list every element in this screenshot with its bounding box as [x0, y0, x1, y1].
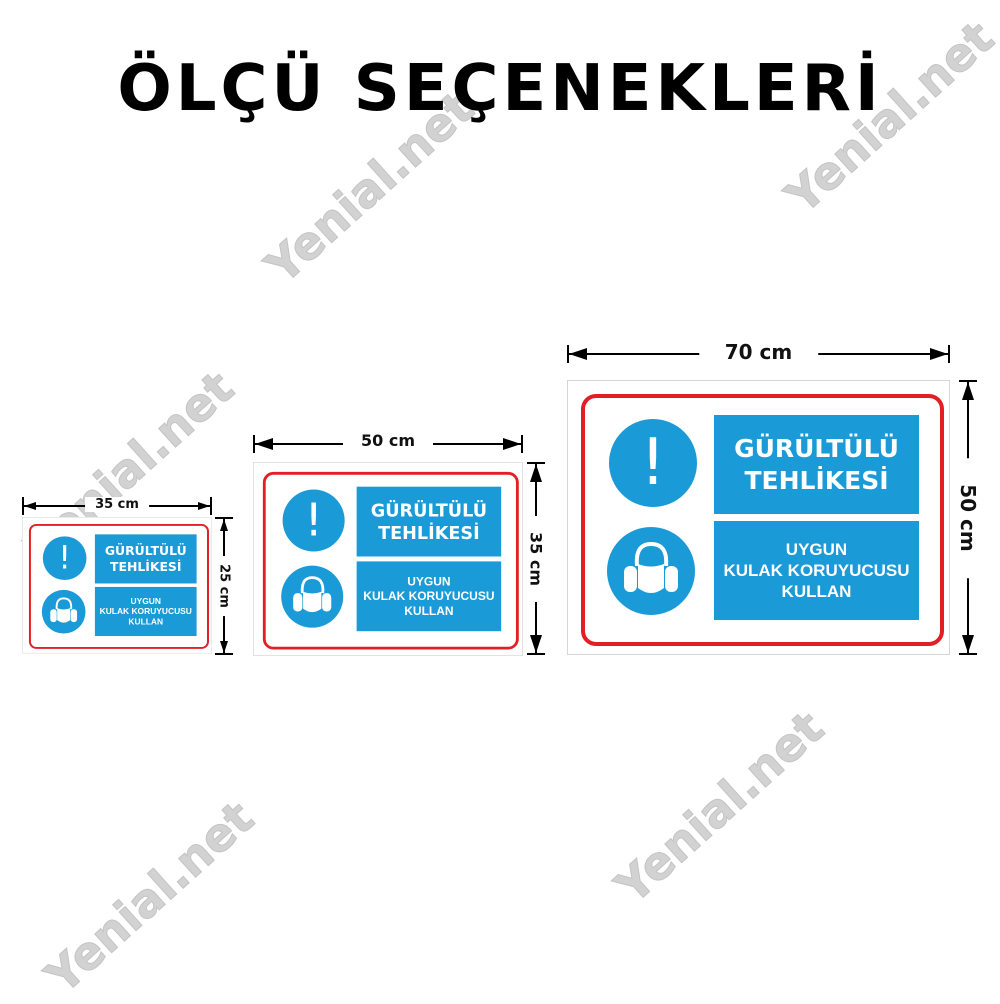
- hazard-heading: GÜRÜLTÜLÜ TEHLİKESİ: [94, 534, 197, 584]
- hazard-heading: GÜRÜLTÜLÜ TEHLİKESİ: [356, 486, 502, 557]
- height-dimension-large: 50 cm: [956, 380, 980, 655]
- height-label: 35 cm: [526, 515, 546, 602]
- exclamation-icon: !: [609, 419, 697, 507]
- ear-protection-icon: [41, 589, 86, 634]
- ear-protection-icon: [281, 565, 344, 628]
- width-dimension-large: 70 cm: [567, 340, 950, 364]
- width-label: 50 cm: [343, 431, 433, 450]
- exclamation-icon: !: [282, 489, 345, 552]
- height-label: 25 cm: [216, 556, 232, 616]
- width-label: 70 cm: [698, 340, 819, 364]
- ear-protection-icon: [607, 527, 695, 615]
- height-dimension-small: 25 cm: [214, 517, 234, 655]
- width-dimension-medium: 50 cm: [253, 431, 523, 454]
- page-title: ÖLÇÜ SEÇENEKLERİ: [117, 52, 883, 126]
- height-dimension-medium: 35 cm: [526, 462, 546, 655]
- width-dimension-small: 35 cm: [22, 496, 212, 516]
- width-label: 35 cm: [85, 497, 149, 512]
- watermark: Yenial.net: [35, 790, 265, 1004]
- watermark: Yenial.net: [605, 700, 835, 914]
- height-label: 50 cm: [956, 457, 980, 578]
- exclamation-icon: !: [42, 536, 87, 580]
- hazard-heading: GÜRÜLTÜLÜ TEHLİKESİ: [714, 415, 919, 514]
